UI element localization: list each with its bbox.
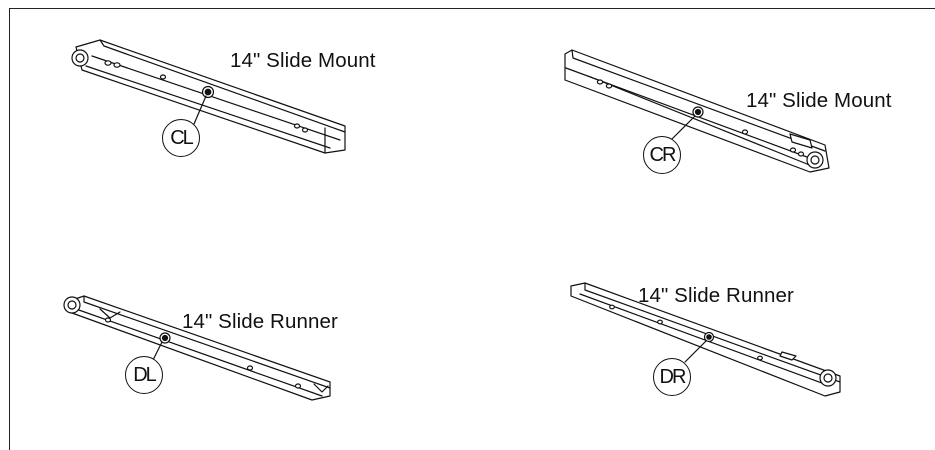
slide-mount-right-drawing [564, 49, 830, 173]
part-tag-cl: CL [162, 119, 200, 157]
slide-runner-left-label: 14" Slide Runner [182, 310, 338, 333]
slide-runner-right-label: 14" Slide Runner [638, 284, 794, 307]
slide-mount-left-label: 14" Slide Mount [230, 49, 376, 72]
frame-border-top [9, 8, 935, 9]
slide-runner-right-drawing [570, 282, 841, 397]
part-tag-cr: CR [643, 136, 681, 174]
slide-mount-left-drawing [71, 39, 346, 154]
frame-border-left [9, 8, 10, 450]
part-tag-dl: DL [125, 356, 163, 394]
part-tag-dr: DR [653, 358, 691, 396]
slide-mount-right-label: 14" Slide Mount [746, 89, 892, 112]
slide-runner-left-drawing [63, 295, 331, 401]
